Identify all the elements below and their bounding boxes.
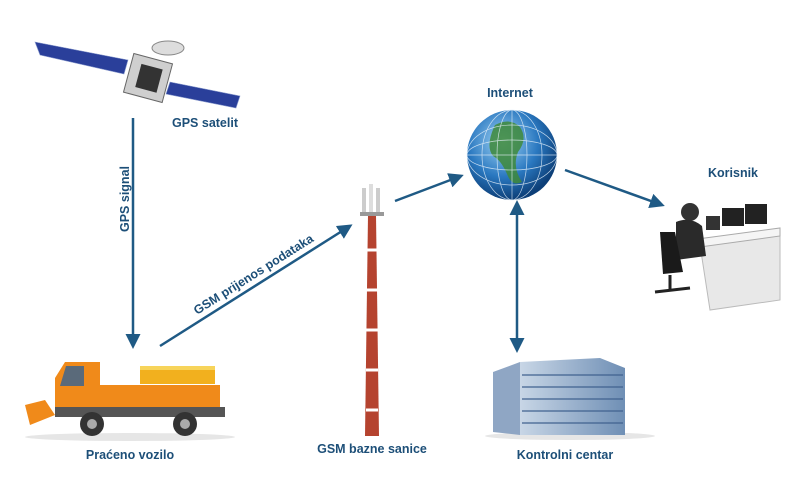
gsm-transfer-arrow [159, 224, 353, 348]
user-label: Korisnik [708, 166, 758, 180]
gsm-transfer-label: GSM prijenos podataka [191, 231, 317, 318]
control-center-building-icon [485, 358, 655, 440]
tower-to-internet-arrow [394, 173, 464, 203]
gsm-tower-icon [360, 184, 384, 436]
internet-globe-icon [466, 109, 558, 201]
gps-signal-label: GPS signal [118, 166, 132, 232]
control-center-label: Kontrolni centar [517, 448, 614, 462]
tracked-vehicle-icon [25, 362, 235, 441]
internet-to-user-arrow [564, 168, 665, 208]
gps-satellite-icon [34, 40, 241, 109]
vehicle-label: Praćeno vozilo [86, 448, 175, 462]
gsm-station-label: GSM bazne sanice [317, 442, 427, 456]
user-workstation-icon [654, 203, 781, 311]
internet-label: Internet [487, 86, 534, 100]
gps-satellite-label: GPS satelit [172, 116, 239, 130]
